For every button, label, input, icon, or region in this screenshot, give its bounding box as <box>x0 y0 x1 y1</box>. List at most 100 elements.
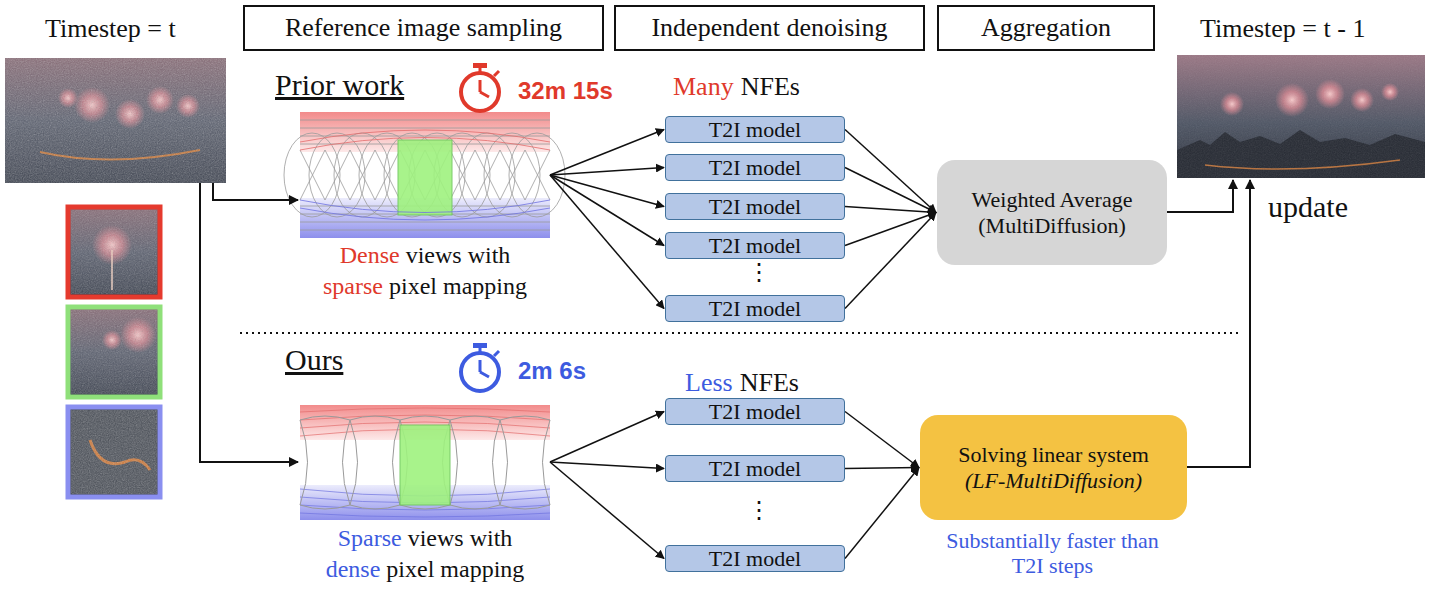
connector-arrow <box>845 468 919 469</box>
connector-arrow <box>550 412 664 463</box>
dense-view-mesh-part <box>398 140 452 215</box>
stage-header: Independent denoising <box>614 5 925 51</box>
connector-arrow <box>845 412 919 468</box>
box-label: (LF-MultiDiffusion) <box>958 468 1149 493</box>
dense-view-mesh-part-part <box>334 133 390 217</box>
dense-view-mesh-part-part <box>300 230 550 231</box>
connector-arrow <box>550 175 664 207</box>
connector-arrow <box>550 130 664 176</box>
text-block: T2I model <box>709 119 801 141</box>
timer-icon-part <box>480 92 489 97</box>
text-label: Many <box>673 72 734 102</box>
text-block: T2I model <box>709 548 801 570</box>
sparse-view-mesh-part-part <box>393 420 401 505</box>
denoised-panorama <box>1177 55 1425 178</box>
sparse-view-mesh-part-part <box>300 513 550 517</box>
sparse-view-mesh-part-part <box>343 420 351 505</box>
timer-icon-part <box>479 348 482 353</box>
model-box: T2I model <box>665 193 845 220</box>
box-label: T2I model <box>709 196 801 218</box>
caption-text: dense <box>326 556 381 582</box>
text-block: T2I model <box>709 235 801 257</box>
timer-icon-part <box>461 353 499 391</box>
box-label: T2I model <box>709 119 801 141</box>
connector-arrow <box>550 175 664 246</box>
model-box: T2I model <box>665 455 845 482</box>
stage-header: Reference image sampling <box>243 5 604 51</box>
box-label: T2I model <box>709 235 801 257</box>
text-label: NFEs <box>741 72 800 102</box>
timer-icon-part <box>479 360 482 372</box>
view-sampling: Sparseviews withdensepixel mapping <box>300 405 550 592</box>
connector-arrow <box>550 462 664 559</box>
dense-view-mesh-part-part <box>309 133 365 217</box>
text-label: 2m 6s <box>518 357 586 385</box>
sparse-view-mesh-part-part <box>543 420 551 505</box>
dense-view-mesh-part <box>300 200 550 220</box>
flow-arrow-part <box>1187 180 1250 467</box>
dense-view-mesh-part-part <box>300 208 550 220</box>
box-label: T2I model <box>709 548 801 570</box>
box-label: Independent denoising <box>651 13 887 43</box>
noisy-panorama-part <box>5 58 226 183</box>
crop-thumbnail <box>68 207 160 297</box>
text-label: Substantially faster than T2I steps <box>935 528 1170 579</box>
sparse-view-mesh-part <box>300 416 550 509</box>
text-block: T2I model <box>709 458 801 480</box>
text-block: Solving linear system(LF-MultiDiffusion) <box>958 442 1149 493</box>
dense-view-mesh-part <box>300 112 550 238</box>
model-box: T2I model <box>665 116 845 143</box>
timer-icon-part <box>494 71 499 76</box>
dense-view-mesh-part <box>284 120 565 230</box>
dotted-separator <box>240 332 1240 334</box>
sparse-view-mesh-part <box>300 405 550 520</box>
stage-header: Aggregation <box>937 5 1155 51</box>
connector-arrow <box>845 213 936 246</box>
connector-arrow <box>845 130 936 213</box>
model-box: T2I model <box>665 154 845 181</box>
timer-icon <box>461 63 499 111</box>
solver-box: Solving linear system(LF-MultiDiffusion) <box>920 415 1187 520</box>
denoised-panorama-part <box>1177 55 1425 178</box>
text-label: ⋮ <box>747 259 771 287</box>
dense-view-mesh-part-part <box>300 138 550 151</box>
timer-icon-part <box>461 73 499 111</box>
text-block: T2I model <box>709 157 801 179</box>
timer-icon-part <box>480 372 489 377</box>
sparse-view-mesh-part-part <box>300 505 550 510</box>
dense-view-mesh-part-part <box>300 128 550 129</box>
caption-line: Sparseviews withdensepixel mapping <box>300 523 550 585</box>
aggregation-box: Weighted Average (MultiDiffusion) <box>937 160 1167 265</box>
crop-thumbnail-part <box>71 410 157 494</box>
dense-view-mesh-part-part <box>459 133 515 217</box>
box-label: Aggregation <box>981 13 1111 43</box>
dense-view-mesh-part-part <box>300 222 550 223</box>
model-box: T2I model <box>665 398 845 425</box>
sparse-view-mesh-part-part <box>300 415 550 420</box>
crop-thumbnail <box>68 407 160 497</box>
dense-view-mesh-part-part <box>300 200 550 213</box>
box-label: T2I model <box>709 298 801 320</box>
text-block: T2I model <box>709 196 801 218</box>
connector-arrow <box>550 175 664 309</box>
text-label: Timestep = t <box>45 14 176 44</box>
crop-thumbnail-part <box>68 407 160 497</box>
view-sampling: Denseviews withsparsepixel mapping <box>300 112 550 324</box>
connector-arrow <box>845 168 936 213</box>
text-label: update <box>1268 190 1348 225</box>
crop-thumbnail-part <box>71 310 157 394</box>
dense-view-mesh-part-part <box>300 130 550 142</box>
flow-arrow-part <box>213 183 298 200</box>
box-label: T2I model <box>709 157 801 179</box>
sparse-view-mesh-part-part <box>300 420 308 505</box>
text-block: Weighted Average (MultiDiffusion) <box>955 187 1150 238</box>
flow-arrow-part <box>1167 180 1233 212</box>
connector-arrow <box>550 168 664 176</box>
connector-arrow <box>845 207 936 213</box>
text-label: Timestep = t - 1 <box>1200 14 1365 44</box>
caption-text: Sparse <box>338 525 402 551</box>
box-label: T2I model <box>709 458 801 480</box>
crop-thumbnail-part <box>71 210 157 294</box>
sparse-view-mesh-part-part <box>300 416 550 420</box>
caption-text: pixel mapping <box>389 273 527 299</box>
